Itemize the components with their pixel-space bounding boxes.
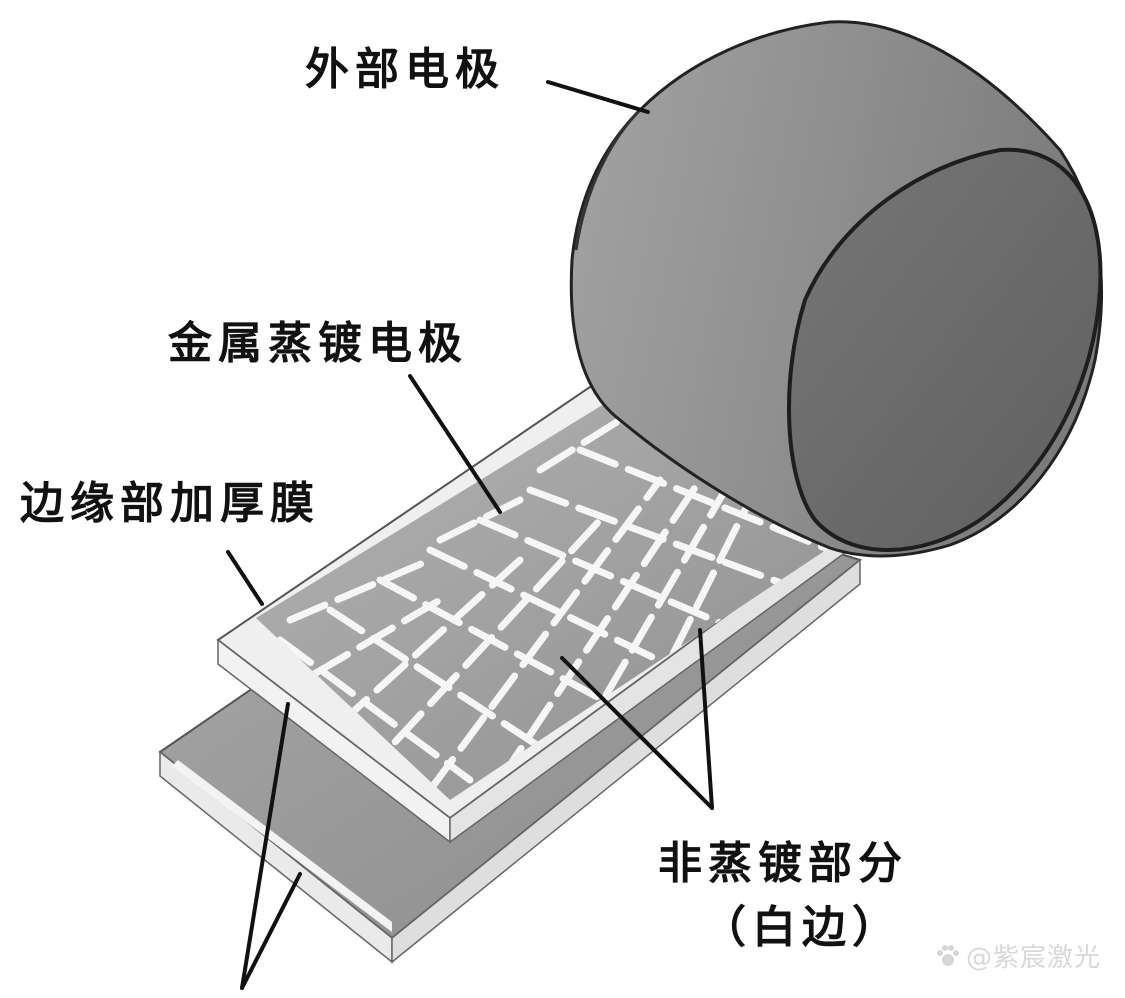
pointer-nonvap-2: [698, 628, 714, 810]
paw-icon: [936, 944, 959, 966]
pointer-metal-vapor: [408, 374, 502, 514]
watermark-text: @紫宸激光: [965, 943, 1101, 973]
pointer-bottom-2: [240, 872, 302, 990]
pointer-outer-electrode: [546, 80, 650, 114]
outer-electrode-cylinder: [569, 20, 1104, 558]
pointer-edge-film: [226, 550, 264, 606]
label-non-vapor-part: 非蒸镀部分: [658, 838, 908, 889]
label-non-vapor-sub: （白边）: [702, 902, 902, 953]
watermark: @紫宸激光: [934, 937, 1101, 974]
label-metal-vapor-electrode: 金属蒸镀电极: [168, 318, 468, 369]
pointer-lines: [226, 80, 714, 990]
label-outer-electrode: 外部电极: [305, 44, 505, 95]
pointer-bottom-1: [240, 702, 290, 990]
pointer-nonvap-1: [560, 656, 714, 810]
label-edge-thick-film: 边缘部加厚膜: [20, 478, 320, 529]
